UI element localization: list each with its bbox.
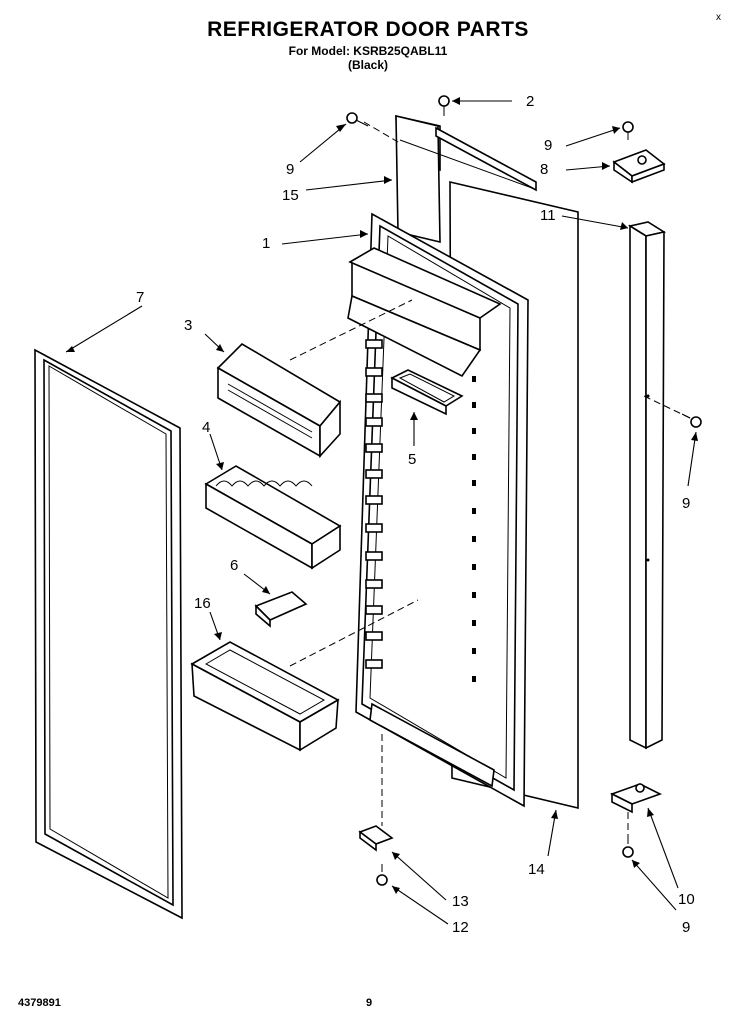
callout-15: 15 <box>282 187 299 204</box>
callout-2: 2 <box>526 93 534 110</box>
callout-5: 5 <box>408 451 416 468</box>
callout-4: 4 <box>202 419 210 436</box>
callout-13: 13 <box>452 893 469 910</box>
leader-lines <box>65 97 698 925</box>
top-hinge-part <box>612 149 666 184</box>
callout-3: 3 <box>184 317 192 334</box>
screw-9-top-left <box>346 112 369 127</box>
shelf-clips <box>365 339 383 669</box>
callout-10: 10 <box>678 891 695 908</box>
door-trim-strip-part <box>627 221 667 750</box>
screw-12 <box>376 864 388 886</box>
page-number: 9 <box>366 997 373 1009</box>
inner-door-liner-part <box>347 126 537 808</box>
color-line: (Black) <box>347 58 388 72</box>
callout-11: 11 <box>540 207 556 224</box>
model-line: For Model: KSRB25QABL11 <box>288 44 448 58</box>
bottom-hinge-part <box>609 783 663 814</box>
callout-9-top-left: 9 <box>286 161 294 178</box>
corner-mark: x <box>716 12 721 23</box>
callout-16: 16 <box>194 595 211 612</box>
callout-12: 12 <box>452 919 469 936</box>
screw-9-mid-right <box>681 413 702 428</box>
egg-tray-part <box>204 465 342 570</box>
callout-9-mid-right: 9 <box>682 495 690 512</box>
callout-14: 14 <box>528 861 545 878</box>
callout-7: 7 <box>136 289 144 306</box>
door-gasket-part <box>34 348 183 920</box>
callout-6: 6 <box>230 557 238 574</box>
bottom-bracket-part <box>358 825 394 852</box>
right-side-bumps <box>472 376 476 682</box>
screw-2 <box>438 95 450 116</box>
page-title: REFRIGERATOR DOOR PARTS <box>207 18 529 41</box>
document-number: 4379891 <box>18 997 61 1009</box>
door-bin-part <box>190 641 340 752</box>
clip-part <box>254 591 308 628</box>
callout-8: 8 <box>540 161 548 178</box>
screw-9-top-right <box>622 121 634 140</box>
door-panel-part <box>395 114 533 244</box>
callout-9-top-right: 9 <box>544 137 552 154</box>
dairy-tray-part <box>390 369 464 416</box>
callout-1: 1 <box>262 235 270 252</box>
callout-9-bottom-right: 9 <box>682 919 690 936</box>
shelf-cover-part <box>216 342 342 459</box>
